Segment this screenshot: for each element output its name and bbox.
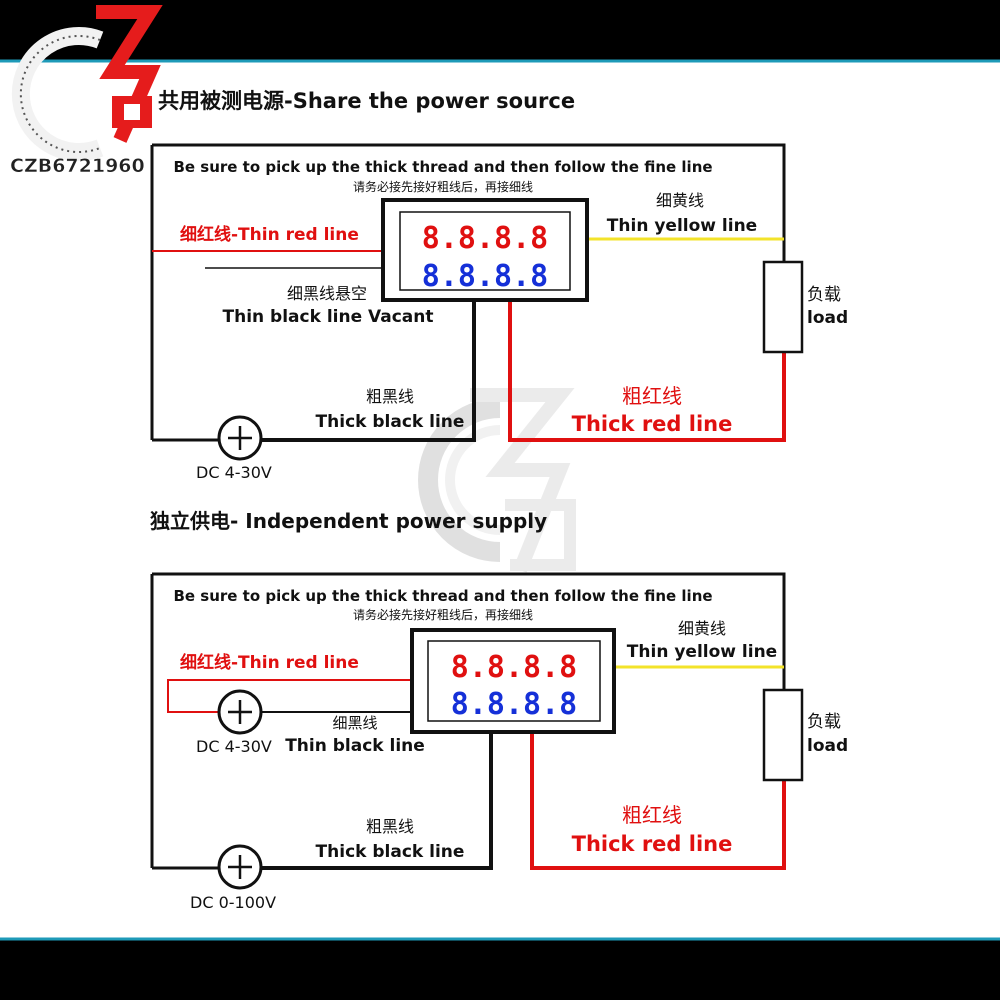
dc-label-2a: DC 4-30V <box>196 737 272 756</box>
meter-top-digits-2: 8.8.8.8 <box>451 650 577 685</box>
thick-red-wire-2 <box>530 732 786 870</box>
load-cn-2: 负载 <box>807 712 841 732</box>
top-frame-wire-2 <box>152 572 786 690</box>
dc-label-1: DC 4-30V <box>196 463 272 482</box>
resistor-load-icon <box>762 260 804 354</box>
battery-icon <box>217 689 263 735</box>
watermark-logo-icon <box>418 388 576 573</box>
thick-black-cn-2: 粗黑线 <box>366 817 414 836</box>
thick-black-wire-1 <box>262 300 476 442</box>
thin-yellow-cn-2: 细黄线 <box>678 619 726 638</box>
meter-display-1: 8.8.8.8 8.8.8.8 <box>381 198 589 302</box>
battery-icon <box>217 415 263 461</box>
meter-top-digits-1: 8.8.8.8 <box>422 221 548 256</box>
note-en-2: Be sure to pick up the thick thread and … <box>173 587 712 605</box>
czb-logo-icon <box>11 5 163 161</box>
thin-yellow-cn-1: 细黄线 <box>656 191 704 210</box>
section1-title: 共用被测电源-Share the power source <box>158 89 575 113</box>
thick-black-en-1: Thick black line <box>316 412 465 432</box>
thin-red-wire-2 <box>167 679 412 713</box>
note-cn-1: 请务必接先接好粗线后，再接细线 <box>353 179 533 194</box>
thick-black-cn-1: 粗黑线 <box>366 387 414 406</box>
thin-black-en-1: Thin black line Vacant <box>223 307 434 327</box>
top-frame-wire-1 <box>152 143 786 262</box>
thick-red-cn-2: 粗红线 <box>622 803 682 827</box>
note-cn-2: 请务必接先接好粗线后，再接细线 <box>353 607 533 622</box>
thin-red-label-2: 细红线-Thin red line <box>180 652 359 673</box>
load-cn-1: 负载 <box>807 285 841 305</box>
logo-text: CZB6721960 <box>10 155 145 177</box>
load-en-2: load <box>807 736 848 756</box>
thin-black-cn-1: 细黑线悬空 <box>287 284 367 303</box>
note-en-1: Be sure to pick up the thick thread and … <box>173 158 712 176</box>
load-en-1: load <box>807 308 848 328</box>
thick-red-en-2: Thick red line <box>572 832 733 856</box>
thin-black-cn-2: 细黑线 <box>332 714 377 732</box>
meter-bottom-digits-1: 8.8.8.8 <box>422 259 548 294</box>
section2-title: 独立供电- Independent power supply <box>150 509 547 533</box>
resistor-load-icon <box>762 688 804 782</box>
dc-label-2b: DC 0-100V <box>190 893 276 912</box>
thin-yellow-en-2: Thin yellow line <box>627 642 777 662</box>
thick-red-cn-1: 粗红线 <box>622 384 682 408</box>
battery-icon <box>217 844 263 890</box>
thick-red-wire-1 <box>508 300 786 442</box>
thin-red-label-1: 细红线-Thin red line <box>180 224 359 245</box>
thin-black-en-2: Thin black line <box>285 736 425 756</box>
meter-bottom-digits-2: 8.8.8.8 <box>451 687 577 722</box>
thick-black-en-2: Thick black line <box>316 842 465 862</box>
thick-red-en-1: Thick red line <box>572 412 733 436</box>
meter-display-2: 8.8.8.8 8.8.8.8 <box>410 628 616 734</box>
thick-black-wire-2 <box>262 732 493 870</box>
thin-yellow-en-1: Thin yellow line <box>607 216 757 236</box>
